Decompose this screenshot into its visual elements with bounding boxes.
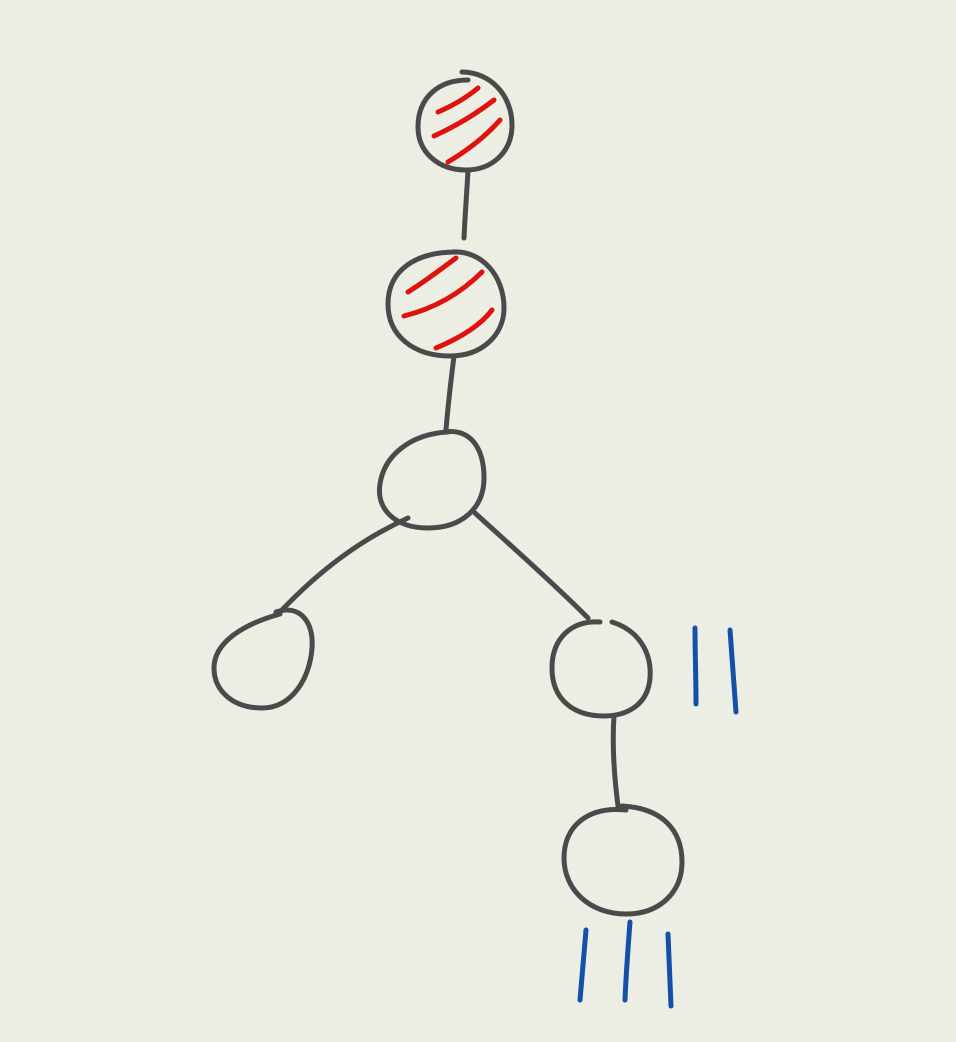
- node-outline: [211, 607, 315, 711]
- node-hatching: [401, 255, 495, 351]
- node-hatching: [431, 85, 503, 165]
- tree-node-6: [561, 803, 685, 1009]
- hatch-stroke: [401, 269, 485, 319]
- edge-n3-n5: [472, 510, 591, 621]
- tree-node-2: [385, 249, 507, 359]
- node-outline: [385, 249, 507, 359]
- edge-n1-n2: [461, 167, 471, 241]
- tally-mark: [727, 627, 739, 715]
- tree-node-5: [549, 619, 739, 719]
- node-outline: [415, 69, 515, 173]
- edges: [277, 167, 621, 809]
- tree-node-3: [376, 429, 487, 531]
- edge-n2-n3: [443, 353, 457, 433]
- hatch-stroke: [435, 85, 481, 115]
- hatch-stroke: [445, 117, 503, 165]
- tree-node-4: [211, 607, 315, 711]
- edge-n5-n6: [610, 713, 621, 809]
- hatch-stroke: [431, 97, 497, 139]
- node-outline: [561, 803, 685, 917]
- tally-mark: [622, 919, 633, 1003]
- tally-mark: [577, 927, 589, 1003]
- tally-mark: [692, 625, 699, 707]
- node-outline: [549, 619, 653, 719]
- tally-marks: [692, 625, 739, 715]
- hatch-stroke: [405, 255, 459, 295]
- tree-node-1: [415, 69, 515, 173]
- node-outline: [376, 429, 487, 531]
- tally-mark: [665, 931, 674, 1009]
- edge-n3-n4: [277, 515, 411, 615]
- tally-marks: [577, 919, 674, 1009]
- hatch-stroke: [433, 307, 495, 351]
